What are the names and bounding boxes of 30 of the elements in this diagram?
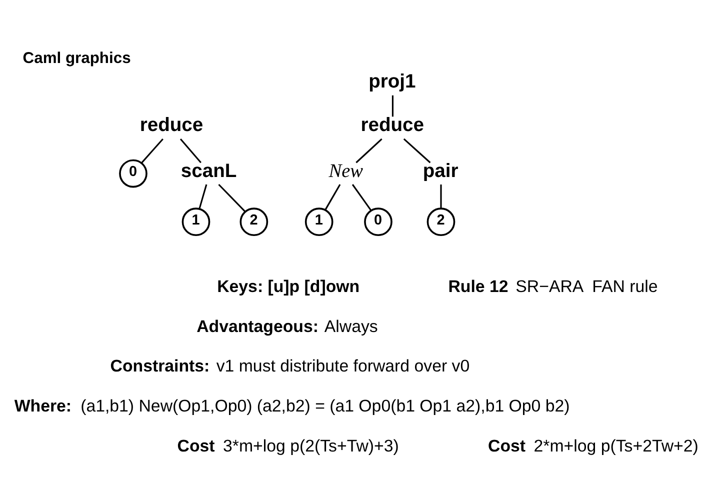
label: Rule 12 SR−ARA FAN rule: [448, 276, 658, 296]
node-text: pair: [422, 160, 458, 182]
connector: [324, 184, 341, 210]
connector: [180, 138, 202, 163]
connector: [440, 184, 442, 208]
connector: [198, 184, 208, 209]
connector: [392, 94, 394, 116]
label: Keys: [u]p [d]own: [217, 276, 360, 296]
node-circle: 0: [119, 158, 148, 188]
node-text: reduce: [360, 114, 424, 136]
node-circle: 0: [364, 207, 392, 236]
node-circle: 1: [304, 207, 334, 236]
connector: [141, 138, 164, 163]
connector: [218, 183, 246, 212]
node-text: scanL: [180, 160, 237, 182]
node-text: reduce: [140, 114, 204, 136]
node-text: New: [328, 160, 364, 182]
node-text: proj1: [368, 71, 416, 92]
label: Constraints: v1 must distribute forward over v0: [110, 356, 470, 376]
label: Cost 2*m+log p(Ts+2Tw+2): [488, 436, 698, 455]
connector: [352, 184, 372, 211]
connector: [403, 138, 431, 163]
connector: [356, 138, 382, 163]
node-circle: 2: [240, 207, 268, 236]
diagram-title: Caml graphics: [22, 50, 131, 66]
label: Cost 3*m+log p(2(Ts+Tw)+3): [177, 436, 399, 455]
label: Advantageous: Always: [196, 316, 378, 336]
node-circle: 2: [426, 207, 456, 236]
label: Where: (a1,b1) New(Op1,Op0) (a2,b2) = (a1 Op0(b1 Op1 a2),b1 Op0 b2): [14, 396, 570, 416]
node-circle: 1: [182, 207, 210, 236]
